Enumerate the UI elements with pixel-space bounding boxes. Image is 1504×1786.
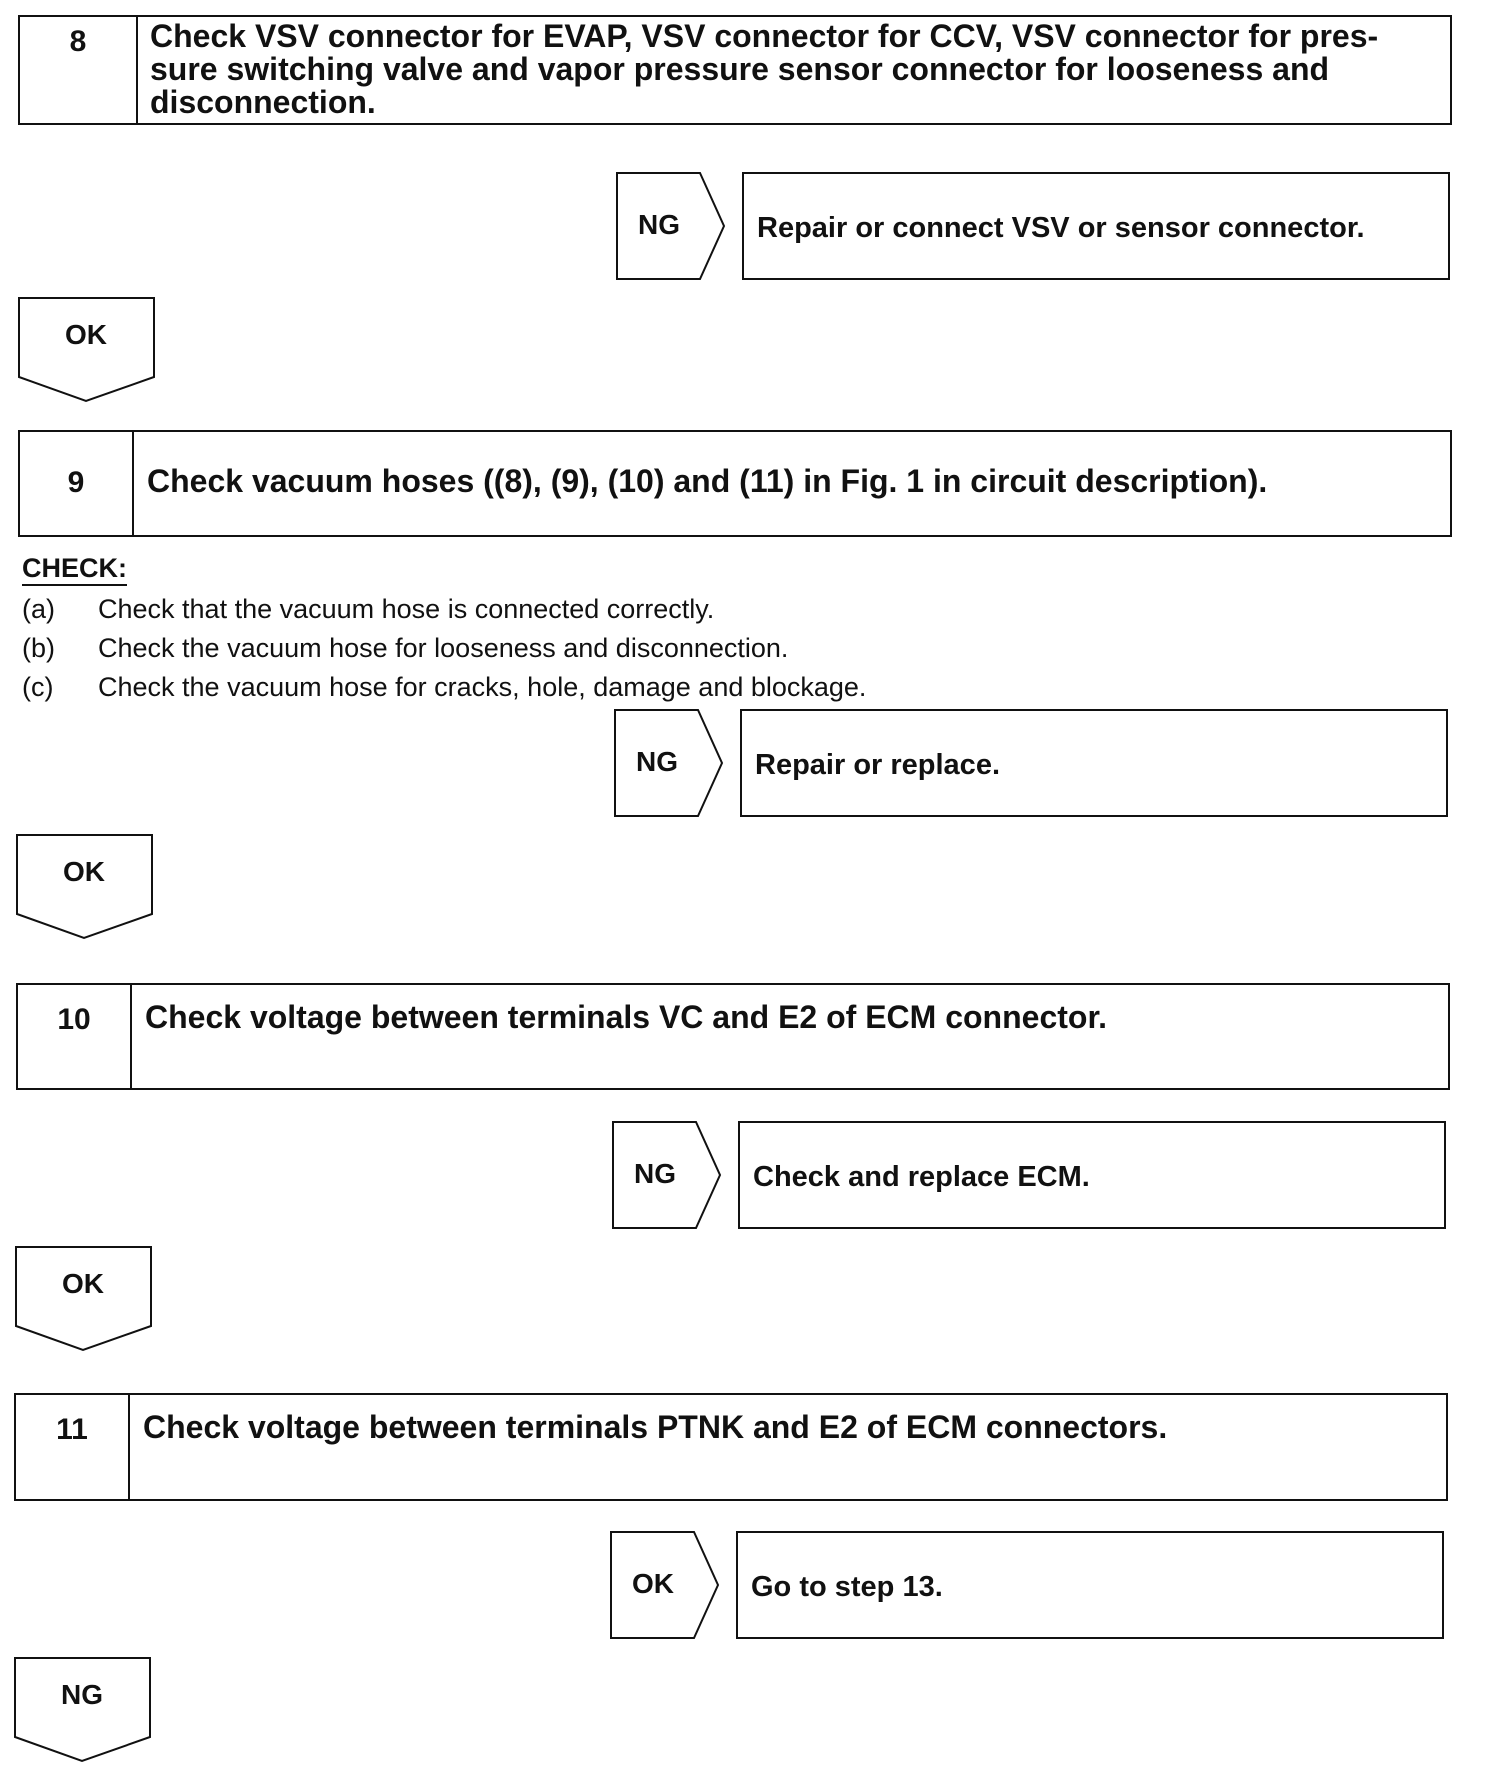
- check-item-label: (c): [22, 672, 54, 702]
- check-heading: CHECK:: [22, 552, 127, 586]
- step-10-box: 10 Check voltage between terminals VC an…: [16, 983, 1450, 1090]
- check-item-label: (a): [22, 594, 55, 624]
- check-item-label: (b): [22, 633, 55, 663]
- branch-label: NG: [634, 1158, 676, 1189]
- step-9-box: 9 Check vacuum hoses ((8), (9), (10) and…: [18, 430, 1452, 537]
- ng-arrow-tag: [616, 172, 726, 280]
- step-title: Check voltage between terminals VC and E…: [145, 999, 1108, 1035]
- branch-label: OK: [632, 1568, 674, 1599]
- branch-action: Repair or replace.: [740, 709, 1448, 817]
- down-label: OK: [63, 856, 105, 887]
- ok-down-arrow: OK: [18, 297, 156, 403]
- step-11-box: 11 Check voltage between terminals PTNK …: [14, 1393, 1448, 1501]
- step-number: 8: [20, 17, 138, 123]
- check-item: (c) Check the vacuum hose for cracks, hol…: [22, 668, 866, 707]
- check-list: (a) Check that the vacuum hose is connect…: [22, 590, 866, 707]
- branch-label: NG: [636, 746, 678, 777]
- step-number: 11: [16, 1395, 130, 1499]
- down-label: NG: [61, 1679, 103, 1710]
- branch-label: NG: [638, 209, 680, 240]
- branch-action: Check and replace ECM.: [738, 1121, 1446, 1229]
- ok-down-arrow: OK: [15, 1246, 153, 1352]
- step-title: Check voltage between terminals PTNK and…: [143, 1409, 1168, 1445]
- ok-arrow-tag: [610, 1531, 720, 1639]
- ok-down-arrow: OK: [16, 834, 154, 940]
- down-label: OK: [65, 319, 107, 350]
- check-item: (b) Check the vacuum hose for looseness a…: [22, 629, 866, 668]
- check-item: (a) Check that the vacuum hose is connect…: [22, 590, 866, 629]
- down-label: OK: [62, 1268, 104, 1299]
- step-number: 9: [20, 432, 134, 535]
- ng-arrow-tag: [614, 709, 724, 817]
- ng-arrow-tag: [612, 1121, 722, 1229]
- step-8-box: 8 Check VSV connector for EVAP, VSV conn…: [18, 15, 1452, 125]
- check-item-text: Check that the vacuum hose is connected …: [98, 594, 715, 624]
- check-item-text: Check the vacuum hose for looseness and …: [98, 633, 789, 663]
- check-item-text: Check the vacuum hose for cracks, hole, …: [98, 672, 867, 702]
- step-title: Check VSV connector for EVAP, VSV connec…: [150, 18, 1379, 120]
- branch-action: Go to step 13.: [736, 1531, 1444, 1639]
- step-number: 10: [18, 985, 132, 1088]
- step-title: Check vacuum hoses ((8), (9), (10) and (…: [147, 463, 1268, 499]
- ng-down-arrow: NG: [14, 1657, 152, 1763]
- branch-action: Repair or connect VSV or sensor connecto…: [742, 172, 1450, 280]
